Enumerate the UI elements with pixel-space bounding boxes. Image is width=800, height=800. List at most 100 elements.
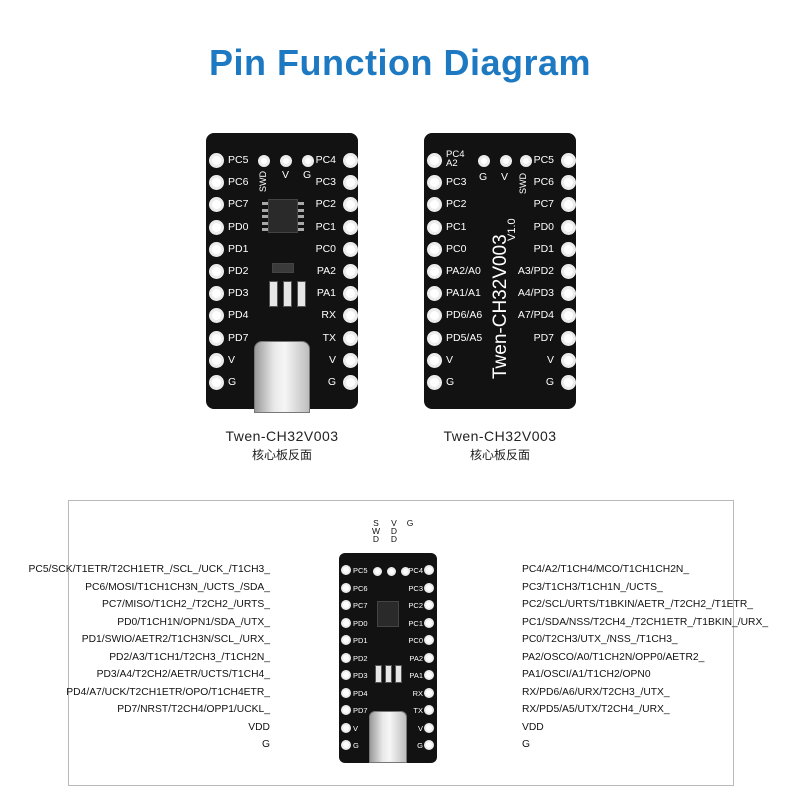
mini-left-pin-label: G — [353, 741, 359, 750]
front-top-label-v: V — [282, 169, 290, 181]
front-right-pin-hole — [343, 175, 358, 191]
mini-chip — [377, 601, 399, 627]
back-right-pin-label: PC5 — [533, 154, 554, 166]
mini-right-pin-label: TX — [413, 706, 423, 715]
back-right-pin-hole — [561, 241, 576, 257]
front-chip-leg — [298, 208, 304, 212]
mini-right-pin-label: RX — [412, 688, 423, 698]
front-top-label-swd: SWD — [258, 171, 268, 192]
back-right-pin-label: A4/PD3 — [517, 287, 554, 300]
pinout-right-function: PA1/OSCI/A1/T1CH2/OPN0 — [522, 669, 651, 680]
front-left-pin-label: PC5 — [228, 154, 249, 166]
front-left-pin-hole — [209, 308, 224, 324]
front-left-pin-hole — [209, 175, 224, 191]
back-top-label-g: G — [479, 171, 488, 183]
front-left-pin-hole — [209, 264, 224, 279]
pinout-left-function: PD0/T1CH1N/OPN1/SDA_/UTX_ — [117, 616, 270, 628]
back-swd-pin-1 — [478, 155, 490, 167]
pinout-left-function: PD4/A7/UCK/T2CH1ETR/OPO/T1CH4ETR_ — [66, 686, 270, 698]
front-small-chip — [272, 263, 294, 273]
mini-right-pin-label: PC4 — [408, 566, 423, 575]
back-top-label-v: V — [501, 171, 509, 183]
pinout-left-function: PD1/SWIO/AETR2/T1CH3N/SCL_/URX_ — [81, 634, 270, 645]
front-right-pin-label: PC1 — [315, 220, 336, 233]
back-left-pin-label: PC2 — [446, 198, 467, 211]
back-right-pin-hole — [561, 264, 576, 279]
mini-left-pin-label: PD2 — [353, 653, 368, 663]
pinout-top-g: G — [406, 518, 414, 528]
back-left-pin-hole — [427, 197, 442, 213]
front-swd-pin-1 — [258, 155, 270, 167]
front-right-pin-label: TX — [322, 331, 336, 344]
back-left-pin-hole — [427, 375, 442, 390]
back-right-pin-hole — [561, 197, 576, 213]
front-left-pin-hole — [209, 286, 224, 302]
caption-front-zh: 核心板反面 — [251, 448, 312, 462]
mini-left-pin-label: PD1 — [353, 636, 368, 645]
pinout-right-function: RX/PD6/A6/URX/T2CH3_/UTX_ — [522, 686, 670, 698]
front-chip-leg — [298, 215, 304, 218]
front-right-pin-label: G — [327, 376, 336, 388]
mini-swd-pin-3 — [401, 567, 410, 576]
front-left-pin-label: G — [228, 376, 237, 388]
pinout-left-function: G — [261, 739, 270, 750]
pinout-right-function: PC4/A2/T1CH4/MCO/T1CH1CH2N_ — [522, 564, 690, 575]
mini-left-pin-hole — [341, 705, 351, 715]
mini-right-pin-hole — [424, 617, 434, 628]
pinout-right-function: PA2/OSCO/A0/T1CH2N/OPP0/AETR2_ — [522, 651, 705, 663]
front-right-pin-hole — [343, 286, 358, 302]
page-title: Pin Function Diagram — [208, 42, 592, 83]
mini-right-pin-hole — [424, 687, 434, 698]
pinout-right-function: PC2/SCL/URTS/T1BKIN/AETR_/T2CH2_/T1ETR_ — [522, 599, 753, 610]
caption-front-en: Twen-CH32V003 — [225, 428, 339, 444]
mini-left-pin-hole — [341, 582, 351, 593]
front-right-pin-hole — [343, 308, 358, 324]
mini-right-pin-label: V — [417, 723, 423, 733]
front-swd-pin-2 — [280, 155, 292, 167]
front-right-pin-hole — [343, 197, 358, 213]
mini-right-pin-hole — [424, 635, 434, 645]
front-chip-leg — [298, 202, 304, 205]
front-chip-leg — [262, 202, 268, 205]
front-left-pin-hole — [209, 330, 224, 346]
back-right-pin-label: PD1 — [533, 242, 554, 255]
front-right-pin-hole — [343, 330, 358, 346]
mini-left-pin-label: PD3 — [353, 671, 368, 680]
back-left-pin-hole — [427, 264, 442, 279]
front-usb-c-connector — [254, 341, 310, 413]
back-left-pin-label: PC1 — [446, 220, 467, 233]
mini-swd-pin-2 — [387, 567, 396, 576]
back-left-pin-hole — [427, 219, 442, 235]
mini-left-pin-hole — [341, 687, 351, 698]
front-led-1 — [269, 281, 278, 307]
back-left-pin-label: G — [446, 376, 455, 388]
front-left-pin-hole — [209, 197, 224, 213]
pinout-right-function: G — [522, 739, 531, 750]
mini-right-pin-label: G — [417, 741, 423, 750]
front-chip-leg — [298, 221, 304, 225]
mini-right-pin-label: PC0 — [408, 636, 423, 645]
front-right-pin-label: PA1 — [316, 287, 336, 300]
pinout-left-function: PD3/A4/T2CH2/AETR/UCTS/T1CH4_ — [96, 669, 270, 680]
back-swd-pin-3 — [520, 155, 532, 167]
back-board-name: Twen-CH32V003 — [490, 234, 511, 379]
front-chip-leg — [262, 215, 268, 218]
mini-led-2 — [385, 665, 392, 683]
caption-back-zh: 核心板反面 — [469, 448, 530, 462]
back-right-pin-label: PD7 — [533, 331, 554, 344]
caption-back-en: Twen-CH32V003 — [443, 428, 557, 444]
mini-left-pin-label: PC5 — [353, 566, 368, 575]
mini-right-pin-hole — [424, 600, 434, 610]
front-left-pin-label: PC7 — [228, 198, 249, 211]
mini-swd-pin-1 — [373, 567, 382, 576]
back-right-pin-hole — [561, 153, 576, 168]
mini-left-pin-hole — [341, 740, 351, 750]
back-left-pin-label: PC3 — [446, 176, 467, 189]
front-left-pin-label: PD7 — [228, 331, 249, 344]
back-left-pin-label: PD5/A5 — [446, 331, 483, 344]
back-left-pin-hole — [427, 352, 442, 368]
mini-left-pin-label: V — [353, 723, 359, 733]
back-left-pin-label: V — [446, 353, 454, 366]
back-left-pin-label: PC0 — [446, 242, 467, 255]
